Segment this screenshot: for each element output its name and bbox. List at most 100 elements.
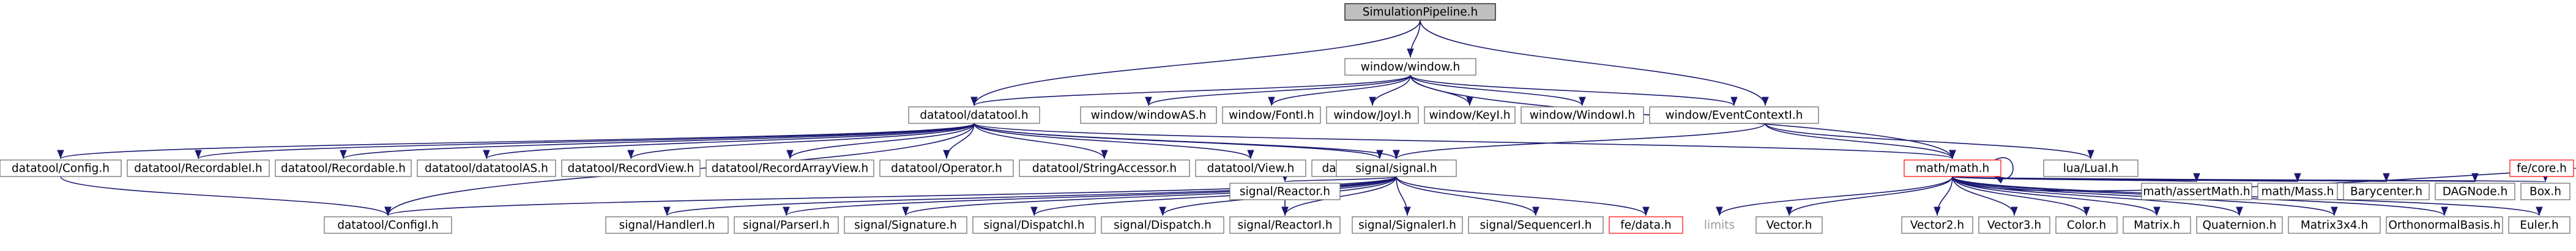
node-fecore[interactable]: fe/core.h	[2509, 159, 2574, 177]
node-box	[2435, 183, 2515, 200]
edge-lua-to-math	[1765, 123, 1956, 159]
node-label: window/FontI.h	[1229, 109, 1314, 122]
node-box	[1336, 159, 1457, 177]
node-vector[interactable]: Vector.h	[1755, 216, 1823, 234]
node-dag[interactable]: DAGNode.h	[2435, 183, 2515, 200]
node-box	[561, 159, 701, 177]
node-box	[705, 159, 874, 177]
node-box	[127, 159, 270, 177]
node-dtRecI[interactable]: datatool/RecordableI.h	[127, 159, 270, 177]
node-dtConfig[interactable]: datatool/Config.h	[0, 159, 122, 177]
edge-root-to-datatool	[970, 20, 1421, 106]
node-sigSig[interactable]: signal/Signature.h	[844, 216, 967, 234]
node-math[interactable]: math/math.h	[1904, 159, 2001, 177]
edge-datatool-to-dtOper	[943, 123, 975, 159]
node-ortho[interactable]: OrthonormalBasis.h	[2386, 216, 2503, 234]
node-color[interactable]: Color.h	[2055, 216, 2118, 234]
node-root[interactable]: SimulationPipeline.h	[1344, 3, 1496, 21]
node-winEvent[interactable]: window/EventContextI.h	[1649, 106, 1819, 124]
node-sigHandler[interactable]: signal/HandlerI.h	[605, 216, 729, 234]
node-box	[2141, 183, 2252, 200]
node-label: window/windowAS.h	[1091, 109, 1207, 122]
node-label: signal/signal.h	[1355, 162, 1437, 175]
node-box[interactable]: Box.h	[2520, 183, 2570, 200]
node-box	[324, 216, 452, 234]
node-label: limits	[1704, 219, 1735, 232]
edge-datatool-to-dtView	[973, 123, 1254, 159]
node-signal[interactable]: signal/signal.h	[1336, 159, 1457, 177]
node-box	[1222, 106, 1321, 124]
node-window[interactable]: window/window.h	[1344, 58, 1476, 76]
edge-signal-to-sigHandler	[663, 176, 1397, 216]
node-assertMath[interactable]: math/assertMath.h	[2141, 183, 2252, 200]
node-box	[1344, 3, 1496, 21]
node-sigReactorI[interactable]: signal/ReactorI.h	[1229, 216, 1341, 234]
node-label: DAGNode.h	[2443, 186, 2507, 198]
node-box	[2520, 183, 2570, 200]
node-sigReactor[interactable]: signal/Reactor.h	[1229, 183, 1341, 200]
node-bary[interactable]: Barycenter.h	[2343, 183, 2430, 200]
node-dtRecView[interactable]: datatool/RecordView.h	[561, 159, 701, 177]
node-box	[1019, 159, 1190, 177]
node-matrix[interactable]: Matrix.h	[2123, 216, 2191, 234]
node-label: math/assertMath.h	[2143, 186, 2250, 198]
node-label: datatool/StringAccessor.h	[1032, 162, 1177, 175]
node-sigParser[interactable]: signal/ParserI.h	[734, 216, 839, 234]
node-sigSeq[interactable]: signal/SequencerI.h	[1468, 216, 1604, 234]
edge-math-to-vector2	[1934, 176, 1953, 216]
edge-datatool-to-signal	[973, 123, 1400, 159]
edge-window-to-winJoy	[1369, 75, 1411, 106]
node-sigDisp[interactable]: signal/Dispatch.h	[1101, 216, 1224, 234]
node-label: signal/SignalerI.h	[1358, 219, 1456, 232]
node-dtRecArr[interactable]: datatool/RecordArrayView.h	[705, 159, 874, 177]
node-euler[interactable]: Euler.h	[2508, 216, 2570, 234]
edge-datatool-to-dtConfig	[58, 123, 975, 159]
node-mass[interactable]: math/Mass.h	[2257, 183, 2338, 200]
node-vector3[interactable]: Vector3.h	[1978, 216, 2050, 234]
node-box	[2055, 216, 2118, 234]
node-box	[1649, 106, 1819, 124]
node-fedata[interactable]: fe/data.h	[1609, 216, 1683, 234]
node-winKey[interactable]: window/KeyI.h	[1424, 106, 1516, 124]
edge-math-to-quat	[1952, 176, 2243, 216]
node-winWindow[interactable]: window/WindowI.h	[1521, 106, 1644, 124]
node-winJoy[interactable]: window/JoyI.h	[1326, 106, 1419, 124]
node-luaI[interactable]: lua/LuaI.h	[2043, 159, 2139, 177]
node-dtAS[interactable]: datatool/datatoolAS.h	[417, 159, 556, 177]
edge-math-to-math	[1994, 157, 2014, 184]
node-box	[2509, 159, 2574, 177]
node-box	[605, 216, 729, 234]
node-label: Color.h	[2067, 219, 2106, 232]
node-sigSignal[interactable]: signal/SignalerI.h	[1352, 216, 1463, 234]
node-winAS[interactable]: window/windowAS.h	[1080, 106, 1217, 124]
node-box	[879, 159, 1014, 177]
node-dtOper[interactable]: datatool/Operator.h	[879, 159, 1014, 177]
node-label: datatool/Operator.h	[891, 162, 1002, 175]
node-vector2[interactable]: Vector2.h	[1901, 216, 1973, 234]
edge-signal-to-sigReactorI	[1281, 176, 1397, 216]
node-box	[1229, 183, 1341, 200]
node-dtStrAcc[interactable]: datatool/StringAccessor.h	[1019, 159, 1190, 177]
node-label: math/math.h	[1916, 162, 1990, 175]
node-box	[2508, 216, 2570, 234]
node-quat[interactable]: Quaternion.h	[2196, 216, 2283, 234]
node-dtConfigI[interactable]: datatool/ConfigI.h	[324, 216, 452, 234]
node-box	[1904, 159, 2001, 177]
node-sigDispH[interactable]: signal/DispatchI.h	[972, 216, 1096, 234]
node-mat3x4[interactable]: Matrix3x4.h	[2288, 216, 2381, 234]
node-label: window/WindowI.h	[1530, 109, 1635, 122]
node-dtRec[interactable]: datatool/Recordable.h	[275, 159, 412, 177]
node-box	[1609, 216, 1683, 234]
edge-root-to-window	[1407, 20, 1421, 58]
node-winFont[interactable]: window/FontI.h	[1222, 106, 1321, 124]
node-datatool[interactable]: datatool/datatool.h	[908, 106, 1040, 124]
node-limits[interactable]: limits	[1689, 217, 1750, 233]
node-label: OrthonormalBasis.h	[2388, 219, 2500, 232]
node-dtView[interactable]: datatool/View.h	[1195, 159, 1306, 177]
node-label: Quaternion.h	[2202, 219, 2276, 232]
node-label: window/KeyI.h	[1429, 109, 1510, 122]
node-label: Vector3.h	[1987, 219, 2041, 232]
node-label: Euler.h	[2520, 219, 2558, 232]
node-box	[1424, 106, 1516, 124]
edge-lua-to-signal	[1393, 123, 1766, 159]
